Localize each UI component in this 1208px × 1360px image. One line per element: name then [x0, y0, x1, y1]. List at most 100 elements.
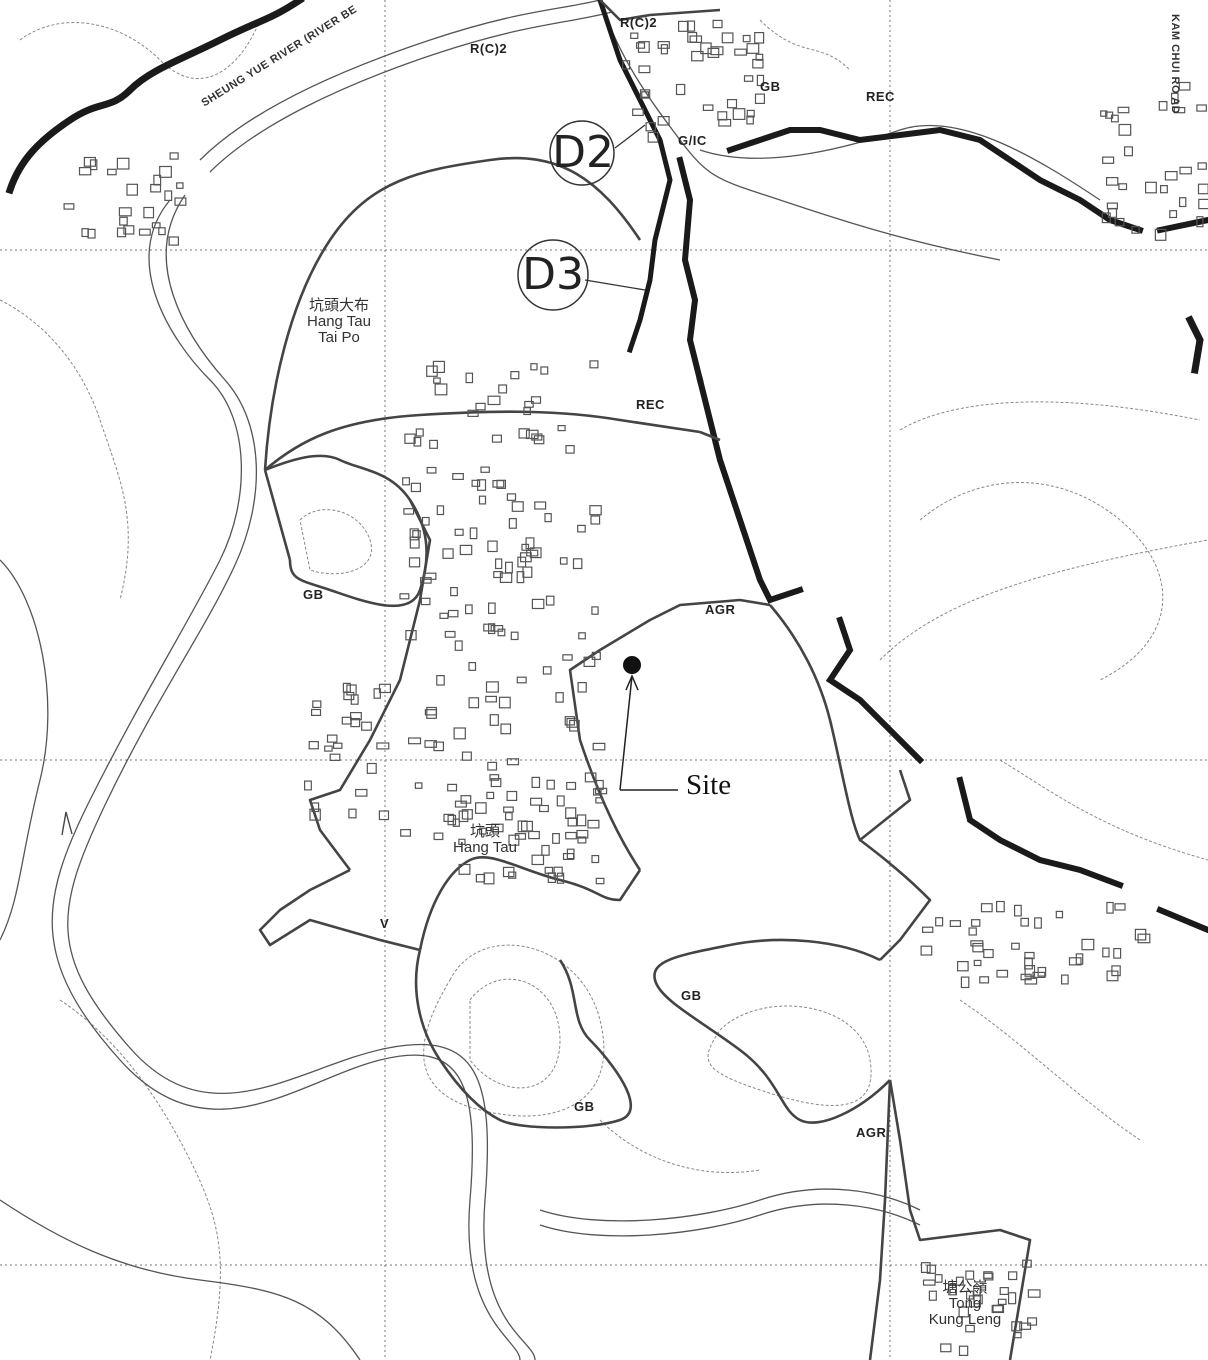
building-outline [754, 93, 765, 104]
building-outline [87, 228, 96, 239]
building-outline [404, 433, 416, 444]
building-outline [1011, 1321, 1023, 1332]
building-outline [956, 960, 969, 972]
building-outline [312, 700, 322, 709]
building-outline [169, 152, 179, 160]
zone-label-rec-top: REC [866, 89, 895, 104]
building-outline [1118, 183, 1128, 191]
building-outline [583, 656, 596, 668]
building-outline [450, 586, 458, 597]
building-outline [444, 630, 456, 638]
building-outline [594, 787, 608, 795]
building-outline [542, 666, 552, 675]
building-outline [1198, 198, 1208, 210]
building-outline [949, 920, 961, 928]
building-outline [595, 797, 604, 804]
building-outline [589, 360, 599, 369]
building-outline [1081, 938, 1095, 951]
building-outline [402, 477, 411, 486]
building-outline [638, 65, 651, 74]
building-outline [452, 818, 460, 827]
building-outline [459, 544, 473, 556]
building-outline [538, 804, 549, 813]
building-outline [447, 609, 459, 618]
building-outline [525, 429, 539, 440]
building-outline [1034, 917, 1042, 929]
building-outline [928, 1290, 937, 1301]
zone-label-gb-top: GB [760, 79, 781, 94]
building-outline [1179, 166, 1192, 175]
building-outline [526, 549, 539, 557]
building-outline [483, 872, 495, 885]
building-outline [469, 527, 478, 540]
building-outline [675, 83, 686, 96]
building-outline [1020, 973, 1032, 981]
building-outline [126, 183, 138, 196]
building-outline [934, 1274, 943, 1283]
building-outline [1075, 953, 1084, 965]
building-outline [123, 225, 135, 235]
building-outline [1101, 212, 1111, 224]
building-outline [475, 402, 486, 411]
building-outline [355, 788, 368, 797]
building-outline [159, 165, 172, 178]
building-outline [965, 1270, 975, 1280]
building-outline [702, 104, 714, 112]
building-outline [970, 919, 981, 927]
building-outline [1144, 181, 1157, 194]
building-outline [530, 363, 538, 371]
building-outline [1158, 100, 1168, 111]
zone-label-v: V [380, 916, 390, 931]
zone-label-gic: G/IC [678, 133, 707, 148]
building-outline [545, 595, 555, 606]
building-outline [973, 1294, 983, 1305]
building-outline [304, 780, 312, 791]
building-outline [350, 694, 359, 705]
building-outline [1114, 903, 1126, 911]
building-outline [566, 717, 578, 728]
building-outline [465, 604, 473, 615]
building-outline [686, 20, 696, 32]
building-outline [433, 741, 444, 752]
building-outline [518, 428, 530, 439]
building-outline [413, 436, 422, 447]
building-outline [138, 228, 151, 236]
building-outline [1060, 974, 1069, 985]
building-outline [373, 688, 381, 699]
building-outline [1123, 146, 1133, 157]
building-outline [498, 696, 511, 709]
building-outline [540, 366, 549, 375]
building-outline [510, 371, 520, 380]
building-outline [920, 945, 933, 956]
building-outline [78, 167, 92, 176]
building-outline [458, 810, 469, 823]
building-outline [595, 779, 604, 790]
building-outline [632, 108, 644, 116]
building-outline [488, 602, 496, 614]
building-outline [1013, 1331, 1022, 1339]
building-outline [622, 60, 631, 70]
building-outline [477, 479, 487, 491]
building-outline [333, 742, 343, 749]
building-outline [965, 1324, 975, 1333]
building-outline [995, 900, 1005, 913]
building-outline [118, 207, 132, 217]
building-outline [443, 813, 455, 823]
building-outline [1196, 104, 1207, 112]
building-outline [531, 854, 545, 866]
building-outline [405, 629, 417, 641]
building-outline [707, 47, 720, 59]
building-outline [691, 50, 704, 62]
building-outline [514, 832, 527, 840]
building-outline [1197, 162, 1207, 170]
building-outline [467, 409, 479, 417]
building-outline [577, 524, 586, 533]
place-hang-tau-tai-po: 坑頭大布 Hang Tau Tai Po [294, 298, 384, 345]
building-outline [970, 940, 984, 947]
building-outline [510, 631, 519, 641]
building-outline [433, 832, 444, 841]
zone-label-gb-bottom: GB [574, 1099, 595, 1114]
building-outline [468, 697, 480, 709]
building-outline [491, 434, 502, 443]
building-outline [454, 640, 463, 651]
